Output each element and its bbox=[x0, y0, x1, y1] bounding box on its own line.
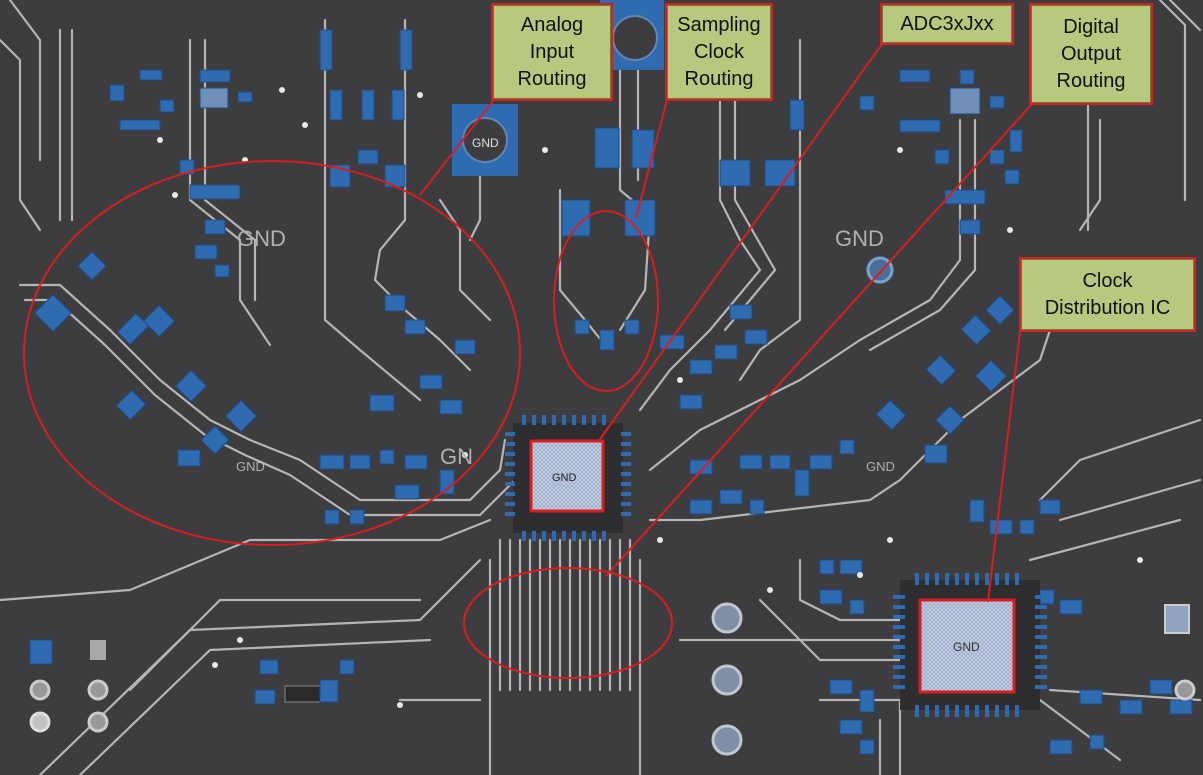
leader-lines bbox=[419, 43, 1033, 603]
adc-package bbox=[505, 415, 631, 541]
callout-sampling-clock-routing: Sampling Clock Routing bbox=[665, 3, 773, 101]
leader-clock bbox=[987, 331, 1021, 603]
leader-adc bbox=[597, 43, 883, 443]
leader-sampling bbox=[635, 99, 668, 219]
silk-gnd-adc: GND bbox=[552, 472, 577, 484]
silk-gnd-clock-ic: GND bbox=[953, 640, 980, 654]
callout-clock-distribution-ic: Clock Distribution IC bbox=[1019, 257, 1196, 332]
sampling-clock-ellipse bbox=[553, 210, 659, 392]
silk-gnd-pad-top: GND bbox=[472, 136, 499, 150]
leader-digital bbox=[605, 103, 1033, 577]
callout-digital-output-routing: Digital Output Routing bbox=[1029, 3, 1153, 105]
component-pads bbox=[29, 29, 1193, 755]
silk-gnd-left: GND bbox=[237, 226, 286, 251]
large-vias bbox=[29, 256, 1196, 756]
silk-gnd-right: GND bbox=[835, 226, 884, 251]
callout-adc3xjxx: ADC3xJxx bbox=[880, 3, 1014, 45]
clock-ic-thermal-pad bbox=[918, 598, 1016, 694]
silkscreen-labels: GND GND GND GND GND GND GND GN bbox=[236, 136, 980, 654]
leader-analog bbox=[419, 99, 495, 196]
clock-ic-package bbox=[893, 573, 1047, 717]
highlight-shapes bbox=[23, 160, 673, 679]
callout-analog-input-routing: Analog Input Routing bbox=[491, 3, 613, 101]
silk-gnd-small-left: GND bbox=[236, 459, 265, 474]
digital-output-ellipse bbox=[463, 567, 673, 679]
silk-gnd-center: GN bbox=[440, 444, 473, 469]
analog-input-ellipse bbox=[23, 160, 521, 546]
adc-thermal-pad bbox=[529, 439, 605, 513]
silk-gnd-small-right: GND bbox=[866, 459, 895, 474]
